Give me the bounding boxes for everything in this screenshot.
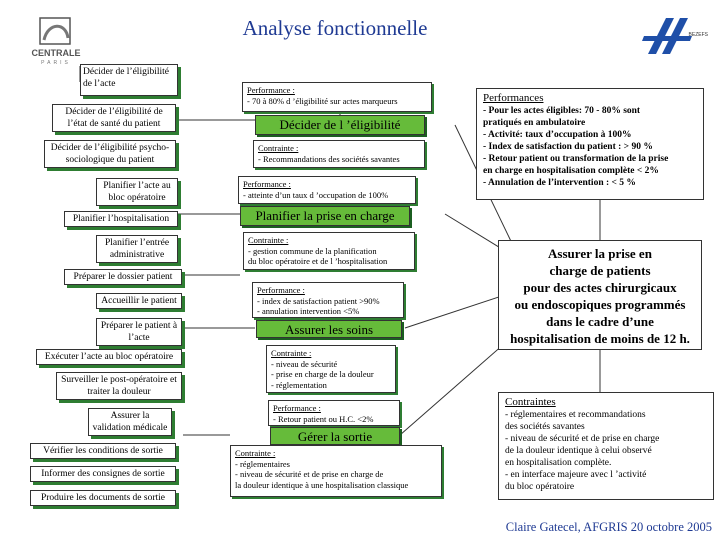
constraint-line: - niveau de sécurité et de prise en char… — [235, 469, 384, 479]
constraint-head: Contrainte : — [248, 235, 289, 245]
tree-item-eligibilite-acte: Décider de l’éligibilité de l’acte — [80, 64, 178, 96]
logo-centrale-text: CENTRALE — [32, 48, 81, 58]
performances-line: - Retour patient ou transformation de la… — [483, 154, 669, 164]
function-gerer-sortie: Gérer la sortie — [270, 427, 400, 445]
logo-centrale-subtext: PARIS — [41, 60, 71, 66]
constraint-head: Contrainte : — [235, 448, 276, 458]
performance-head: Performance : — [243, 179, 291, 189]
constraint-sortie: Contrainte : - réglementaires - niveau d… — [230, 445, 442, 497]
contraintes-line: - niveau de sécurité et de prise en char… — [505, 434, 660, 444]
constraint-head: Contrainte : — [271, 348, 312, 358]
function-decider-eligibilite: Décider de l ’éligibilité — [255, 115, 425, 135]
performance-soins: Performance : - index de satisfaction pa… — [252, 282, 404, 318]
constraint-planifier: Contrainte : - gestion commune de la pla… — [243, 232, 415, 270]
performances-line: - Annulation de l’intervention : < 5 % — [483, 178, 636, 188]
constraint-line: - prise en charge de la douleur — [271, 369, 374, 379]
performances-line: pratiqués en ambulatoire — [483, 118, 586, 128]
performance-line: - atteinte d’un taux d ’occupation de 10… — [243, 189, 389, 200]
constraint-line: la douleur identique à une hospitalisati… — [235, 479, 409, 490]
contraintes-line: en hospitalisation complète. — [505, 458, 612, 468]
performance-sortie: Performance : - Retour patient ou H.C. <… — [268, 400, 400, 426]
performance-head: Performance : — [273, 403, 321, 413]
performances-head: Performances — [483, 92, 544, 104]
constraint-eligibilite: Contrainte : - Recommandations des socié… — [253, 140, 425, 168]
constraint-line: - gestion commune de la planification — [248, 245, 377, 256]
tree-item-eligibilite-sante: Décider de l’éligibilité de l’état de sa… — [52, 104, 176, 132]
constraint-line: du bloc opératoire et de l ’hospitalisat… — [248, 256, 388, 266]
tree-item-verifier-sortie: Vérifier les conditions de sortie — [30, 443, 176, 459]
function-assurer-soins: Assurer les soins — [256, 320, 402, 338]
performance-line: - 70 à 80% d ’éligibilité sur actes marq… — [247, 95, 398, 106]
contraintes-line: - réglementaires et recommandations — [505, 410, 646, 420]
constraint-line: - niveau de sécurité — [271, 358, 338, 369]
tree-item-executer-acte: Exécuter l’acte au bloc opératoire — [36, 349, 182, 365]
contraintes-line: des sociétés savantes — [505, 422, 585, 432]
tree-item-preparer-patient: Préparer le patient à l’acte — [96, 318, 182, 346]
tree-item-validation-medicale: Assurer la validation médicale — [88, 408, 172, 436]
tree-item-eligibilite-psycho: Décider de l’éligibilité psycho-sociolog… — [44, 140, 176, 168]
tree-item-preparer-dossier: Préparer le dossier patient — [64, 269, 182, 285]
tree-item-planifier-acte: Planifier l’acte au bloc opératoire — [96, 178, 178, 206]
main-function-box: Assurer la prise en charge de patients p… — [498, 240, 702, 350]
constraint-head: Contrainte : — [258, 143, 299, 153]
tree-item-produire-documents: Produire les documents de sortie — [30, 490, 176, 506]
logo-bezefs-text: BEZEFS — [689, 32, 709, 38]
partner-emblem-icon: BEZEFS — [642, 18, 709, 54]
function-planifier-prise-en-charge: Planifier la prise en charge — [240, 206, 410, 226]
constraint-line: - Recommandations des sociétés savantes — [258, 153, 400, 164]
main-function-line: hospitalisation de moins de 12 h. — [510, 331, 690, 346]
performance-line: - Retour patient ou H.C. <2% — [273, 413, 374, 424]
performance-eligibilite: Performance : - 70 à 80% d ’éligibilité … — [242, 82, 432, 112]
main-function-line: Assurer la prise en — [548, 246, 652, 261]
constraint-soins: Contrainte : - niveau de sécurité - pris… — [266, 345, 396, 393]
performances-line: en charge en hospitalisation complète < … — [483, 166, 659, 176]
performance-head: Performance : — [247, 85, 295, 95]
tree-item-planifier-entree: Planifier l’entrée administrative — [96, 235, 178, 263]
performances-summary: Performances - Pour les actes éligibles:… — [476, 88, 704, 200]
performances-line: - Activité: taux d’occupation à 100% — [483, 130, 632, 140]
main-function-line: pour des actes chirurgicaux — [523, 280, 677, 295]
centrale-emblem-icon: CENTRALE PARIS — [32, 17, 81, 66]
contraintes-line: de la douleur identique à celui observé — [505, 446, 652, 456]
tree-item-accueillir: Accueillir le patient — [96, 293, 182, 309]
tree-item-surveiller: Surveiller le post-opératoire et traiter… — [56, 372, 182, 400]
contraintes-line: - en interface majeure avec l ’activité — [505, 470, 647, 480]
contraintes-head: Contraintes — [505, 396, 556, 408]
performances-line: - Pour les actes éligibles: 70 - 80% son… — [483, 106, 641, 116]
main-function-line: dans le cadre d’une — [546, 314, 654, 329]
contraintes-summary: Contraintes - réglementaires et recomman… — [498, 392, 714, 500]
tree-item-planifier-hospitalisation: Planifier l’hospitalisation — [64, 211, 178, 227]
constraint-line: - réglementation — [271, 379, 327, 390]
partner-logo: BEZEFS — [642, 14, 712, 60]
performances-line: - Index de satisfaction du patient : > 9… — [483, 142, 653, 152]
performance-head: Performance : — [257, 285, 305, 295]
credit-line: Claire Gatecel, AFGRIS 20 octobre 2005 — [505, 520, 712, 534]
tree-item-informer-sortie: Informer des consignes de sortie — [30, 466, 176, 482]
contraintes-line: du bloc opératoire — [505, 482, 575, 492]
main-function-line: charge de patients — [549, 263, 651, 278]
performance-planifier: Performance : - atteinte d’un taux d ’oc… — [238, 176, 416, 204]
main-function-line: ou endoscopiques programmés — [514, 297, 686, 312]
performance-line: - annulation intervention <5% — [257, 306, 360, 316]
centrale-logo: CENTRALE PARIS — [26, 16, 86, 66]
performance-line: - index de satisfaction patient >90% — [257, 295, 380, 306]
page-title: Analyse fonctionnelle — [242, 16, 428, 40]
constraint-line: - réglementaires — [235, 458, 290, 469]
